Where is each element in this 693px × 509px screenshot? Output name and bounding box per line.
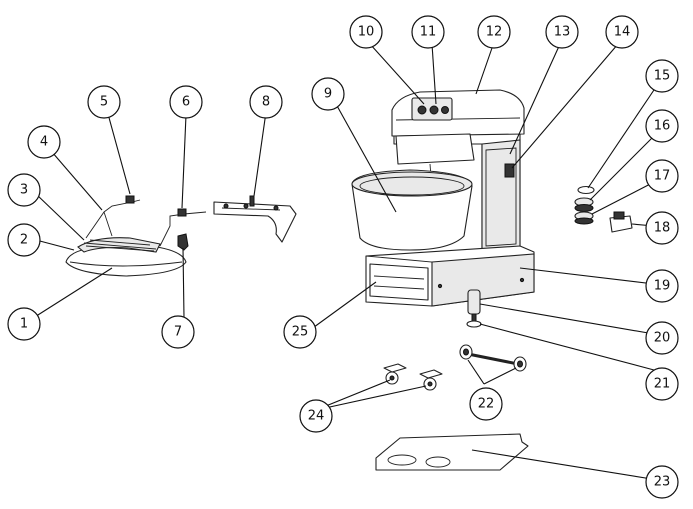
foot-screw-21-part — [466, 313, 482, 328]
washer-15-part — [577, 185, 595, 195]
callout-25: 25 — [283, 315, 317, 349]
callout-21: 21 — [645, 367, 679, 401]
svg-text:5: 5 — [100, 95, 108, 110]
callout-16: 16 — [645, 109, 679, 143]
svg-text:4: 4 — [40, 135, 48, 150]
bracket-18-part — [609, 211, 633, 233]
bolt-6-part — [177, 208, 187, 217]
callout-6: 6 — [169, 85, 203, 119]
svg-text:1: 1 — [20, 317, 28, 332]
callout-15: 15 — [645, 59, 679, 93]
callout-24: 24 — [299, 399, 333, 433]
svg-text:23: 23 — [654, 475, 671, 490]
callout-8: 8 — [249, 85, 283, 119]
callout-12: 12 — [477, 15, 511, 49]
svg-text:22: 22 — [478, 397, 495, 412]
svg-text:18: 18 — [654, 221, 671, 236]
axle-wheels-22-part — [459, 344, 527, 372]
svg-text:25: 25 — [292, 325, 309, 340]
svg-text:13: 13 — [554, 25, 571, 40]
adjustable-foot-20-part — [467, 289, 481, 315]
bearing-17-part — [574, 211, 594, 225]
bottom-plate-23-part — [375, 433, 529, 471]
drawer-part — [369, 263, 429, 301]
mixer-body — [351, 89, 535, 307]
svg-text:16: 16 — [654, 119, 671, 134]
svg-text:9: 9 — [324, 87, 332, 102]
lid-guard-assembly — [65, 195, 207, 277]
callout-1: 1 — [7, 307, 41, 341]
callout-20: 20 — [645, 321, 679, 355]
svg-text:2: 2 — [20, 233, 28, 248]
leader-lines — [29, 43, 659, 481]
control-knob-b — [429, 105, 439, 115]
svg-text:12: 12 — [486, 25, 503, 40]
svg-text:3: 3 — [20, 183, 28, 198]
callout-5: 5 — [87, 85, 121, 119]
callout-23: 23 — [645, 465, 679, 499]
callout-13: 13 — [545, 15, 579, 49]
callout-4: 4 — [27, 125, 61, 159]
callout-3: 3 — [7, 173, 41, 207]
caster-wheels-24-part — [383, 363, 443, 391]
callout-17: 17 — [645, 159, 679, 193]
control-knob-c — [441, 106, 449, 114]
callout-19: 19 — [645, 269, 679, 303]
bolt-5-part — [125, 195, 135, 204]
svg-text:24: 24 — [308, 409, 325, 424]
control-knob-a — [417, 105, 427, 115]
svg-text:10: 10 — [358, 25, 375, 40]
svg-text:14: 14 — [614, 25, 631, 40]
clip-7-part — [177, 233, 189, 251]
svg-text:21: 21 — [654, 377, 671, 392]
callout-11: 11 — [411, 15, 445, 49]
svg-text:7: 7 — [174, 325, 182, 340]
callout-9: 9 — [311, 77, 345, 111]
guard-rod-frame-part — [85, 199, 141, 239]
callout-14: 14 — [605, 15, 639, 49]
svg-text:11: 11 — [420, 25, 437, 40]
svg-text:8: 8 — [262, 95, 270, 110]
svg-text:19: 19 — [654, 279, 671, 294]
bearing-16-part — [574, 197, 594, 212]
callout-2: 2 — [7, 223, 41, 257]
side-switch-part — [504, 163, 515, 178]
svg-text:15: 15 — [654, 69, 671, 84]
callout-18: 18 — [645, 211, 679, 245]
callout-22: 22 — [469, 387, 503, 421]
lid-plate-part — [213, 195, 297, 243]
callout-7: 7 — [161, 315, 195, 349]
svg-text:17: 17 — [654, 169, 671, 184]
callout-10: 10 — [349, 15, 383, 49]
svg-text:20: 20 — [654, 331, 671, 346]
svg-text:6: 6 — [182, 95, 190, 110]
